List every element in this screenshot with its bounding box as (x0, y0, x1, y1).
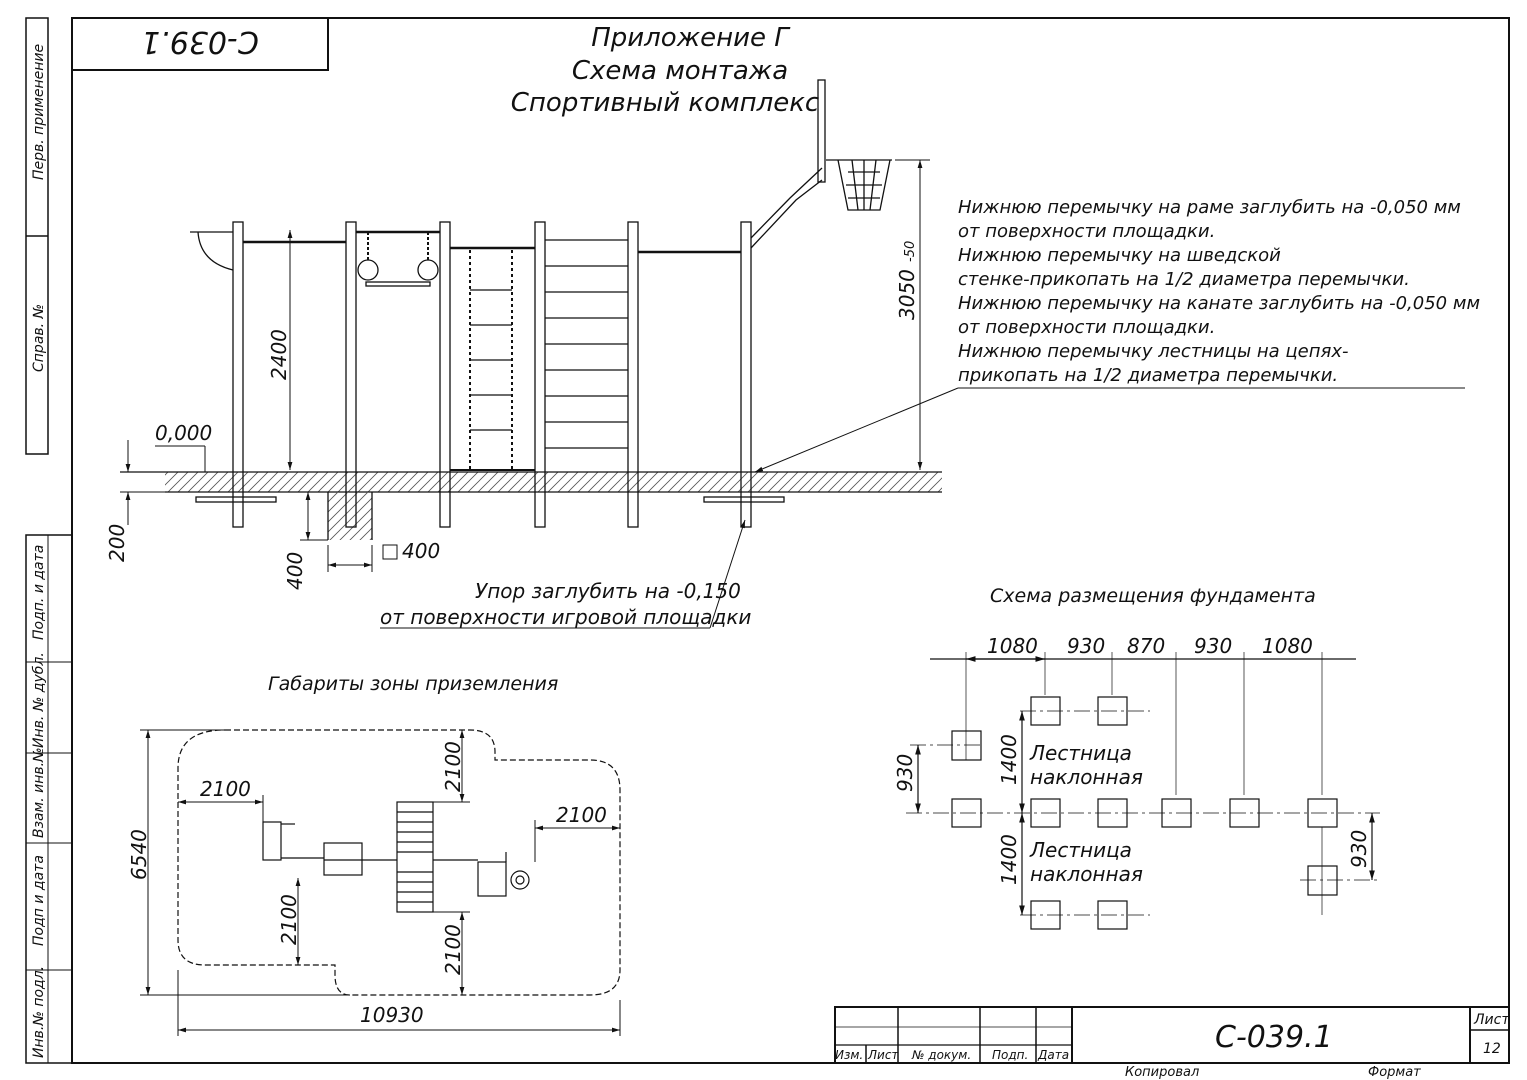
support-note-2: от поверхности игровой площадки (380, 605, 751, 629)
footing-size: 400 (402, 539, 440, 563)
footing-c1 (1030, 798, 1061, 828)
dim-width-10930: 10930 (360, 1003, 424, 1027)
dim-bottom-left-2100: 2100 (277, 894, 301, 945)
tb-col-doc: № докум. (911, 1048, 971, 1062)
footing-c2 (1097, 798, 1128, 828)
sheet-frame (25, 17, 1510, 1064)
dim-3050-tolerance: -50 (903, 241, 918, 262)
label-inv-no-podl: Инв.№ подл. (31, 966, 47, 1058)
drawing-title: Приложение Г Схема монтажа Спортивный ко… (511, 23, 819, 118)
dim-right-930: 930 (1347, 830, 1371, 868)
backboard (817, 79, 826, 183)
tb-col-list: Лист (867, 1048, 899, 1062)
ladder-top-line1: Лестница (1029, 741, 1132, 765)
post-6 (740, 221, 752, 528)
tb-code: С-039.1 (1215, 1020, 1333, 1055)
post-5 (627, 221, 639, 528)
tb-sheet-no: 12 (1483, 1041, 1501, 1057)
footing-c0 (951, 798, 982, 828)
footing-e1 (1030, 900, 1061, 930)
tb-format: Формат (1368, 1065, 1421, 1080)
dim-3050: 3050 (895, 269, 919, 320)
note-line-2: от поверхности площадки. (958, 221, 1215, 242)
spacing-4: 930 (1194, 634, 1232, 658)
note-line-7: Нижнюю перемычку лестницы на цепях- (958, 341, 1348, 362)
landing-zone-outline (177, 729, 621, 996)
footing-e2 (1097, 900, 1128, 930)
title-block-text: С-039.1 Изм. Лист № докум. Подп. Дата Ли… (835, 1012, 1510, 1080)
note-line-6: от поверхности площадки. (958, 317, 1215, 338)
foundation-title: Схема размещения фундамента (990, 585, 1316, 607)
title-line-3: Спортивный комплекс (511, 88, 819, 118)
note-line-1: Нижнюю перемычку на раме заглубить на -0… (958, 197, 1461, 218)
tb-col-podp: Подп. (992, 1048, 1028, 1062)
label-podp-i-data-2: Подп и дата (31, 855, 47, 946)
footing-c3 (1161, 798, 1192, 828)
ladder-bottom-line1: Лестница (1029, 838, 1132, 862)
stamp-code: С-039.1 (141, 24, 259, 59)
foundation-plan (906, 652, 1380, 930)
level-zero: 0,000 (155, 421, 212, 445)
post-3 (439, 221, 451, 528)
foundation-labels: 1080 930 870 930 1080 930 1400 1400 930 … (893, 634, 1371, 886)
spacing-1: 1080 (987, 634, 1038, 658)
title-line-1: Приложение Г (591, 23, 791, 53)
dim-1400-bottom: 1400 (997, 834, 1021, 885)
elevation-dimensions (120, 159, 1465, 629)
post-2 (345, 221, 357, 528)
footing-a2 (1097, 696, 1128, 726)
title-line-2: Схема монтажа (572, 56, 788, 86)
dim-bottom-right-2100: 2100 (441, 924, 465, 975)
landing-zone-plan (177, 729, 621, 996)
dim-1400-top: 1400 (997, 734, 1021, 785)
note-line-4: стенке-прикопать на 1/2 диаметра перемыч… (958, 269, 1410, 290)
basket-net (837, 159, 891, 211)
plan-ladder (396, 801, 434, 913)
ground-hatch (165, 472, 942, 492)
support-note-1: Упор заглубить на -0,150 (475, 579, 741, 603)
landing-zone-title: Габариты зоны приземления (268, 673, 558, 695)
label-podp-i-data-1: Подп. и дата (31, 545, 47, 640)
tb-col-data: Дата (1037, 1048, 1069, 1062)
ladder-top-line2: наклонная (1030, 765, 1143, 789)
label-vzam-inv-no: Взам. инв.№ (31, 747, 47, 838)
footing-c5 (1307, 798, 1338, 828)
dim-top-2100: 2100 (441, 741, 465, 792)
label-perv-primenenie: Перв. применение (31, 44, 47, 180)
installation-notes: Нижнюю перемычку на раме заглубить на -0… (958, 197, 1480, 386)
dim-200: 200 (105, 524, 129, 562)
label-sprav-no: Справ. № (31, 304, 47, 372)
footing-b0 (951, 730, 982, 761)
spacing-2: 930 (1067, 634, 1105, 658)
note-line-5: Нижнюю перемычку на канате заглубить на … (958, 293, 1480, 314)
dim-height-6540: 6540 (127, 829, 151, 880)
ladder-bottom-line2: наклонная (1030, 862, 1143, 886)
note-line-8: прикопать на 1/2 диаметра перемычки. (958, 365, 1338, 386)
title-block (834, 1006, 1510, 1064)
dim-right-2100: 2100 (556, 803, 607, 827)
dim-400: 400 (283, 552, 307, 590)
post-4 (534, 221, 546, 528)
elevation-view (120, 79, 942, 540)
note-line-3: Нижнюю перемычку на шведской (958, 245, 1281, 266)
elevation-dim-labels: 2400 3050 -50 0,000 200 400 400 Упор заг… (105, 241, 919, 629)
post-1 (232, 221, 244, 528)
dim-left-930: 930 (893, 754, 917, 792)
label-inv-no-dubl: Инв. № дубл. (31, 652, 47, 748)
tb-copied: Копировал (1125, 1065, 1199, 1080)
tb-sheet-label: Лист (1473, 1012, 1510, 1028)
footing-d5 (1307, 865, 1338, 896)
landing-zone-dim-labels: 10930 6540 2100 2100 2100 2100 2100 (127, 741, 607, 1027)
dim-2400: 2400 (267, 329, 291, 380)
landing-zone-dimensions (140, 729, 621, 1036)
footing-c4 (1229, 798, 1260, 828)
spacing-3: 870 (1127, 634, 1165, 658)
dim-left-2100: 2100 (200, 777, 251, 801)
side-strip-labels: Перв. применение Справ. № Подп. и дата И… (31, 44, 47, 1058)
tb-col-izm: Изм. (835, 1048, 863, 1062)
spacing-5: 1080 (1262, 634, 1313, 658)
footing-a1 (1030, 696, 1061, 726)
